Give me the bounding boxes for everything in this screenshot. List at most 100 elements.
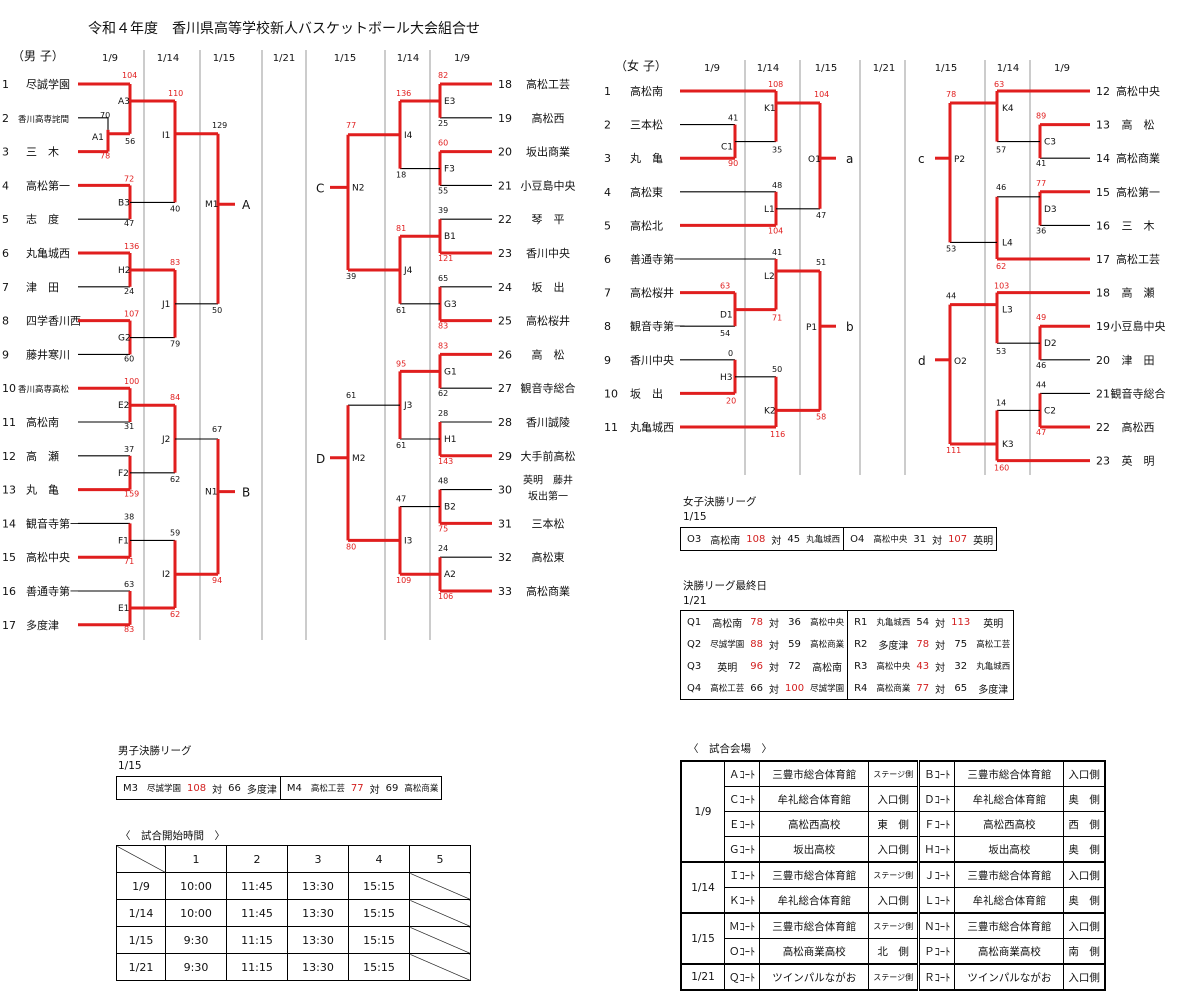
bracket-text: 110: [168, 89, 183, 98]
date-header: 1/9: [454, 53, 470, 64]
start-times-heading: 〈 試合開始時間 〉: [120, 830, 225, 842]
venue-name: 高松西高校: [759, 811, 870, 837]
start-date: 1/21: [116, 953, 166, 981]
bracket-text: 67: [212, 425, 222, 434]
bracket-text: 18: [396, 171, 406, 180]
versus: 対: [935, 640, 946, 652]
date-header: 1/15: [213, 53, 235, 64]
venue-name: 三豊市総合体育館: [954, 760, 1065, 787]
score-b: 113: [951, 616, 971, 628]
team-number: 5: [2, 213, 9, 226]
bracket-text: 129: [212, 121, 227, 130]
bracket-text: O2: [954, 357, 967, 367]
start-date: 1/14: [116, 899, 166, 927]
venue-name: 高松商業高校: [759, 938, 870, 965]
start-time: 13:30: [287, 926, 349, 954]
court: Ｆｺｰﾄ: [917, 811, 956, 837]
team-name: 坂 出: [532, 280, 565, 294]
start-time: 13:30: [287, 872, 349, 900]
group-label: B: [242, 486, 250, 500]
venue-name: ツインパルながお: [759, 963, 870, 991]
bracket-text: D1: [720, 311, 733, 321]
team-name: 丸 亀: [26, 483, 59, 497]
bracket-text: 47: [1036, 428, 1046, 437]
score-b: 45: [787, 533, 801, 545]
team-name: 高松東: [532, 550, 565, 564]
team-name: 高松桜井: [630, 286, 674, 300]
team-number: 10: [2, 382, 16, 395]
bracket-text: A3: [118, 97, 130, 107]
team-number: 28: [498, 416, 512, 429]
bracket-text: 90: [728, 159, 738, 168]
team-number: 15: [2, 551, 16, 564]
bracket-text: I2: [162, 570, 170, 580]
game-column: 4: [348, 845, 410, 873]
venue-name: 牟礼総合体育館: [954, 887, 1065, 914]
bracket-text: 63: [124, 580, 134, 589]
start-time: 9:30: [165, 953, 227, 981]
team-number: 9: [2, 348, 9, 361]
bracket-text: O1: [808, 155, 821, 165]
bracket-text: 39: [346, 272, 356, 281]
score-a: 54: [916, 616, 930, 628]
court: Ｂｺｰﾄ: [917, 760, 956, 787]
final-day-date: 1/21: [683, 595, 707, 607]
bracket-text: 78: [100, 152, 110, 161]
bracket-text: 44: [1036, 380, 1046, 389]
team-number: 3: [2, 146, 9, 159]
bracket-text: 84: [170, 393, 180, 402]
bracket-text: 63: [720, 282, 730, 291]
team-name: 高松北: [630, 218, 663, 232]
court: Ｐｺｰﾄ: [917, 938, 956, 965]
bracket-text: 103: [994, 282, 1009, 291]
bracket-text: 71: [772, 314, 782, 323]
team-number: 2: [604, 119, 611, 132]
team-number: 11: [2, 416, 16, 429]
bracket-text: E2: [118, 401, 129, 411]
team-name: 高松南: [26, 415, 59, 429]
bracket-text: H2: [118, 266, 131, 276]
venue-side: ステージ側: [868, 760, 920, 787]
bracket-text: L2: [764, 272, 775, 282]
team-number: 33: [498, 585, 512, 598]
girls-final-heading: 女子決勝リーグ: [683, 496, 757, 508]
team-name: 高松西: [1122, 420, 1155, 434]
court: Ｅｺｰﾄ: [723, 811, 761, 837]
court: Ｊｺｰﾄ: [917, 861, 956, 888]
bracket-text: C2: [1044, 406, 1056, 416]
venue-side: 入口側: [1063, 861, 1106, 888]
versus: 対: [768, 640, 779, 652]
bracket-text: 136: [124, 242, 139, 251]
team-number: 12: [1096, 85, 1110, 98]
match-code: M4: [279, 776, 308, 800]
team-b: 英明: [973, 610, 1015, 633]
team-name: 高 松: [1122, 118, 1155, 132]
match-code: Q2: [687, 638, 702, 650]
team-number: 21: [498, 179, 512, 192]
venue-date: 1/9: [680, 760, 725, 863]
bracket-text: 35: [772, 146, 782, 155]
court: Ｍｺｰﾄ: [723, 912, 761, 939]
date-header: 1/21: [873, 63, 895, 74]
team-name: 丸 亀: [630, 151, 663, 165]
team-name: 小豆島中央: [1111, 319, 1166, 333]
venue-side: 南 側: [1063, 938, 1106, 965]
bracket-text: 78: [946, 90, 956, 99]
start-time: 10:00: [165, 899, 227, 927]
team-number: 20: [498, 146, 512, 159]
game-column: 2: [226, 845, 288, 873]
bracket-text: 46: [996, 183, 1006, 192]
court: Ａｺｰﾄ: [723, 760, 761, 787]
bracket-text: 58: [816, 412, 826, 421]
bracket-text: 62: [438, 389, 448, 398]
team-name: 高松桜井: [526, 314, 570, 328]
bracket-text: 31: [124, 422, 134, 431]
team-a: 高松中央: [873, 535, 908, 545]
